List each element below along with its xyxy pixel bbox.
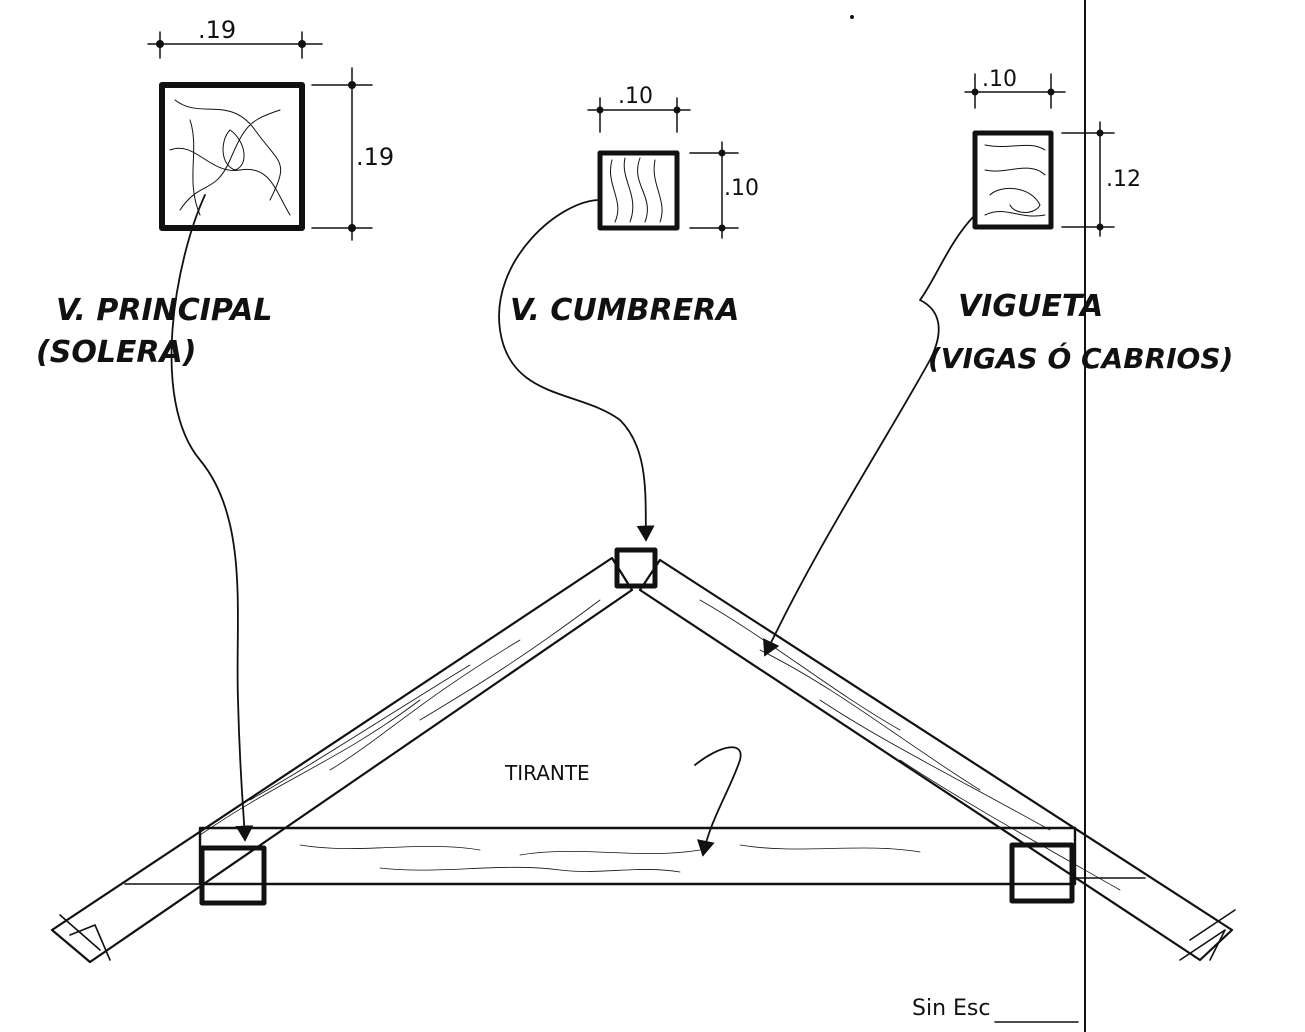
- cumbrera-height-label: .10: [724, 176, 759, 201]
- principal-height-label: .19: [356, 143, 394, 171]
- vigueta-height-dimension: [1061, 121, 1115, 237]
- cumbrera-label: V. CUMBRERA: [510, 293, 739, 328]
- right-rafter: [638, 558, 1234, 962]
- cumbrera-width-dimension: [587, 97, 691, 133]
- cumbrera-beam-section: [597, 150, 680, 231]
- tie-beam: [198, 826, 1077, 886]
- left-wall-plate: [199, 845, 267, 906]
- vigueta-height-label: .12: [1106, 167, 1141, 192]
- cumbrera-leader-line: [498, 199, 655, 542]
- left-rafter: [50, 556, 634, 964]
- truss-elevation: [50, 547, 1236, 964]
- vigueta-width-label: .10: [982, 67, 1017, 92]
- principal-beam-section: [159, 82, 305, 231]
- tirante-label: TIRANTE: [504, 761, 590, 785]
- stray-mark: [850, 15, 854, 19]
- principal-leader-line: [170, 194, 254, 842]
- principal-width-dimension: [147, 31, 323, 59]
- scale-note: Sin Esc: [912, 996, 990, 1021]
- tirante-leader-line: [694, 746, 742, 857]
- right-wall-plate: [1009, 842, 1075, 904]
- vigueta-sublabel: (VIGAS Ó CABRIOS): [928, 341, 1233, 375]
- principal-height-dimension: [311, 67, 373, 241]
- vigueta-width-dimension: [964, 73, 1066, 109]
- vigueta-label: VIGUETA: [958, 289, 1103, 324]
- principal-sublabel: (SOLERA): [36, 335, 196, 370]
- principal-label: V. PRINCIPAL: [56, 293, 273, 328]
- cumbrera-width-label: .10: [618, 84, 653, 109]
- principal-width-label: .19: [198, 16, 236, 44]
- ridge-beam: [614, 547, 658, 589]
- vigueta-leader-line: [763, 214, 976, 657]
- cumbrera-height-dimension: [689, 141, 739, 239]
- vigueta-beam-section: [972, 130, 1054, 230]
